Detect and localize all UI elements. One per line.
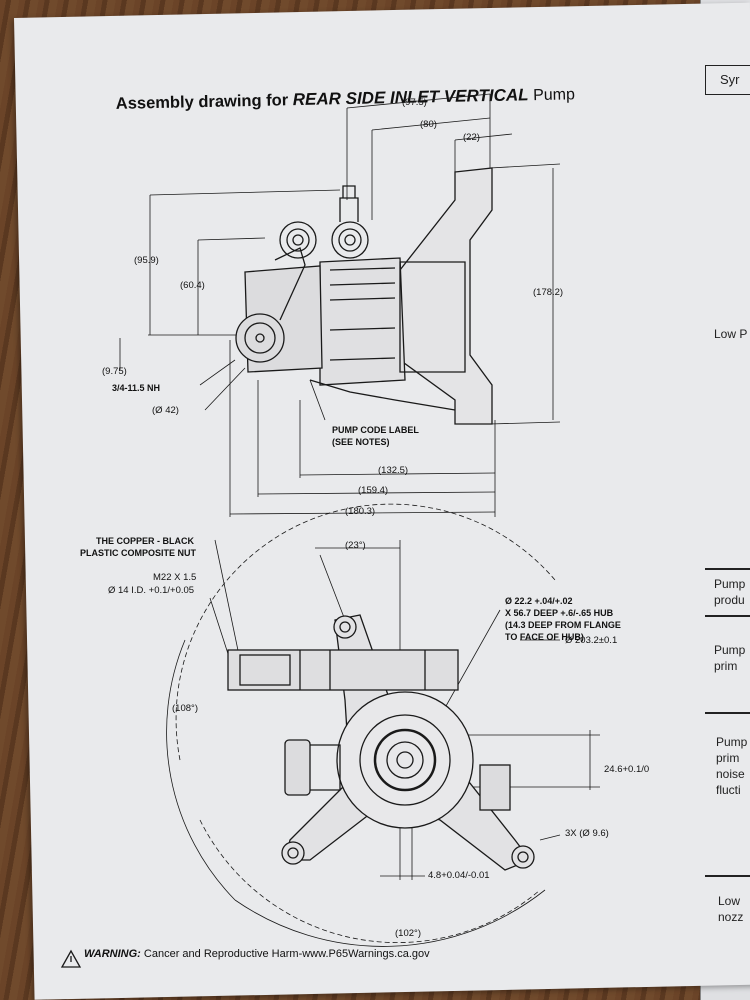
dia-203-2: Ø 203.2±0.1 xyxy=(565,635,618,646)
warning-label: WARNING: xyxy=(84,948,141,960)
thread-label: 3/4-11.5 NH xyxy=(112,383,161,393)
dim-97-5: (97.5) xyxy=(402,97,427,108)
holes-3x: 3X (Ø 9.6) xyxy=(565,828,609,839)
warning-footer: WARNING: Cancer and Reproductive Harm-ww… xyxy=(84,948,430,960)
right-cell-4d: flucti xyxy=(716,783,741,797)
dim-22: (22) xyxy=(463,132,480,143)
right-cell-4b: prim xyxy=(716,751,740,765)
right-divider xyxy=(705,615,750,617)
right-cell-low-pressure: Low P xyxy=(714,327,748,341)
thread-m22: M22 X 1.5 xyxy=(153,572,197,583)
warning-triangle-icon xyxy=(60,949,82,968)
hub-spec-line2: X 56.7 DEEP +.6/-.65 HUB xyxy=(505,608,614,618)
top-dimension-lines xyxy=(119,93,561,517)
right-cell-3b: prim xyxy=(714,659,738,673)
right-cell-3a: Pump xyxy=(714,643,746,657)
dim-95-9: (95.9) xyxy=(134,255,159,266)
right-divider xyxy=(705,568,750,570)
right-divider xyxy=(705,712,750,714)
right-divider xyxy=(705,875,750,877)
pump-front-view xyxy=(227,614,535,871)
hub-spec-line3: (14.3 DEEP FROM FLANGE xyxy=(505,620,621,630)
dim-60-4: (60.4) xyxy=(180,280,205,291)
right-cell-4c: noise xyxy=(716,767,745,781)
warning-text: Cancer and Reproductive Harm-www.P65Warn… xyxy=(143,948,430,960)
dim-180-3: (180.3) xyxy=(345,506,376,517)
dim-dia-42: (Ø 42) xyxy=(152,405,179,416)
nut-label-line1: THE COPPER - BLACK xyxy=(96,536,195,546)
right-page-header: Syr xyxy=(705,65,750,95)
dim-178-2: (178.2) xyxy=(533,287,564,298)
dim-132-5: (132.5) xyxy=(378,465,409,476)
angle-23: (23°) xyxy=(345,540,366,551)
right-cell-2b: produ xyxy=(714,593,745,607)
right-cell-4a: Pump xyxy=(716,735,748,749)
dim-24-6: 24.6+0.1/0 xyxy=(604,764,650,775)
pump-side-view xyxy=(235,167,493,425)
see-notes-label: (SEE NOTES) xyxy=(332,437,390,447)
dim-9-75: (9.75) xyxy=(102,366,127,377)
angle-108: (108°) xyxy=(172,703,198,714)
right-cell-5b: nozz xyxy=(718,910,744,924)
right-cell-2a: Pump xyxy=(714,577,746,591)
hub-spec-line1: Ø 22.2 +.04/+.02 xyxy=(505,596,573,606)
dim-4-8: 4.8+0.04/-0.01 xyxy=(428,870,490,881)
pump-code-label: PUMP CODE LABEL xyxy=(332,425,419,435)
hub-spec-line4: TO FACE OF HUB) xyxy=(505,632,584,642)
inner-diameter-14: Ø 14 I.D. +0.1/+0.05 xyxy=(108,585,195,596)
dim-159-4: (159.4) xyxy=(358,485,389,496)
nut-label-line2: PLASTIC COMPOSITE NUT xyxy=(80,548,197,558)
angle-102: (102°) xyxy=(395,928,421,939)
dim-80: (80) xyxy=(420,119,437,130)
right-cell-5a: Low xyxy=(718,894,741,908)
